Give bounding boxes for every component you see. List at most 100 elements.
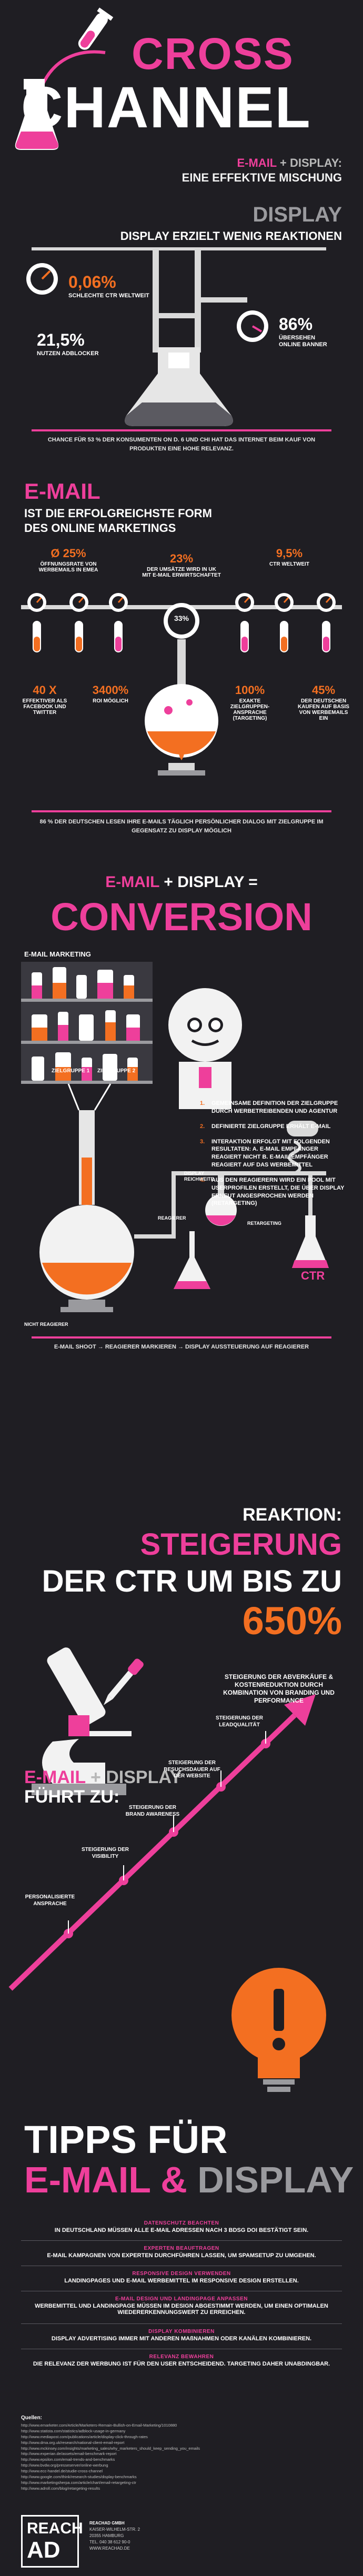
tip-text: WERBEMITTEL UND LANDINGPAGE MÜSSEN IM DE… [35,2303,328,2316]
source-link[interactable]: http://www.mediapost.com/publications/ar… [21,2434,148,2439]
source-link[interactable]: http://www.marketingsherpa.com/article/c… [21,2480,136,2485]
conv-eq: = [248,873,258,891]
reaktion-line1: REAKTION: [243,1505,342,1525]
source-link[interactable]: http://www.statista.com/statistics/adblo… [21,2428,126,2433]
display-stat-adblock: 21,5% NUTZEN ADBLOCKER [37,331,99,357]
tip-item: E-MAIL DESIGN UND LANDINGPAGE ANPASSEN W… [21,2296,342,2316]
display-flask-illustration [26,247,326,426]
source-link[interactable]: http://www.google.com/think/research-stu… [21,2474,137,2479]
display-stat-adblock-label: NUTZEN ADBLOCKER [37,350,99,357]
display-stat-ctr-value: 0,06% [68,273,116,291]
email-stat-value: 3400% [92,683,129,697]
pipette-icon [103,1658,144,1705]
reachad-logo[interactable]: REACH AD [21,2515,83,2568]
email-stat-revenue-uk: 23% DER UMSÄTZE WIRD IN UK MIT E-MAIL ER… [142,552,221,578]
conv-plus: + [164,873,173,891]
email-section: E-MAIL IST DIE ERFOLGREICHSTE FORM DES O… [0,474,363,873]
reagierer-label: REAGIERER [158,1215,186,1221]
source-link[interactable]: http://www.adroll.com/blog/retargeting-r… [21,2486,100,2491]
email-marketing-label: E-MAIL MARKETING [24,950,91,958]
display-stat-banner-value: 86% [279,315,313,334]
source-link[interactable]: http://www.epsilon.com/email-trends-and-… [21,2457,115,2462]
divider-bar [32,810,331,812]
display-stat-adblock-value: 21,5% [37,330,85,349]
step-number: 1. [200,1100,205,1106]
website-link[interactable]: WWW.REACHAD.DE [89,2546,130,2551]
address-line1: KAISER-WILHELM-STR. 2 [89,2527,140,2532]
tip-item: DISPLAY KOMBINIEREN DISPLAY ADVERTISING … [21,2329,342,2342]
email-subheading-line1: IST DIE ERFOLGREICHSTE FORM [24,507,212,520]
step-text: AUS DEN REAGIERERN WIRD EIN POOL MIT USE… [211,1176,345,1207]
display-section: DISPLAY DISPLAY ERZIELT WENIG REAKTIONEN [0,200,363,495]
source-link[interactable]: http://www.experian.de/assets/email-benc… [21,2451,117,2457]
source-link[interactable]: http://www.bvdw.org/presseserver/online-… [21,2463,108,2468]
tip-item: RELEVANZ BEWAHREN DIE RELEVANZ DER WERBU… [21,2354,342,2367]
sub-plus: + [279,156,287,169]
divider-bar [32,429,331,431]
lab-shelf-and-scientist-illustration [21,962,242,1109]
retargeting-label: RETARGETING [247,1221,281,1226]
source-link[interactable]: http://www.ecc-handel.de/studie-cross-ch… [21,2469,103,2473]
address-line2: 20355 HAMBURG [89,2533,124,2538]
tip-heading: EXPERTEN BEAUFTRAGEN [144,2246,219,2251]
title-cross: CROSS [132,29,294,78]
email-stat-label: DER DEUTSCHEN KAUFEN AUF BASIS VON WERBE… [298,698,349,722]
email-stat-label: CTR WELTWEIT [269,561,309,568]
tipps-section: TIPPS FÜR E-MAIL & DISPLAY DATENSCHUTZ B… [0,2120,363,2415]
email-stat-label: ROI MÖGLICH [93,698,128,705]
sub-line2: EINE EFFEKTIVE MISCHUNG [182,170,342,184]
display-heading: DISPLAY [253,203,342,226]
step-text: GEMEINSAME DEFINITION DER ZIELGRUPPE DUR… [211,1100,338,1114]
display-stat-ctr: 0,06% SCHLECHTE CTR WELTWEIT [68,274,149,299]
reaktion-line3: DER CTR UM BIS ZU [42,1564,342,1598]
display-reichweite-label: DISPLAY REICHWEITE [184,1171,214,1182]
sub-display: DISPLAY: [289,156,342,169]
conversion-section: E-MAIL + DISPLAY = CONVERSION E-MAIL MAR… [0,863,363,1531]
email-stat-value: 40 X [33,683,57,697]
steigerung-step: STEIGERUNG DER VISIBILITY [81,1847,129,1859]
conversion-step: 3. INTERAKTION ERFOLGT MIT FOLGENDEN RESU… [200,1138,347,1169]
tipps-heading-line1: TIPPS FÜR [24,2118,228,2161]
email-note: 86 % DER DEUTSCHEN LESEN IHRE E-MAILS TÄ… [39,819,324,834]
tipps-amp: & [160,2159,187,2200]
conversion-heading-big: CONVERSION [51,895,312,939]
nicht-reagierer-label: NICHT REAGIERER [24,1322,68,1327]
email-stat-value: 9,5% [276,547,303,560]
conversion-step: 2. DEFINIERTE ZIELGRUPPE ERHÄLT E-MAIL [200,1123,347,1131]
conversion-step: 4. AUS DEN REAGIERERN WIRD EIN POOL MIT U… [200,1176,347,1208]
phone: TEL. 040 38 612 90-0 [89,2540,130,2544]
source-link[interactable]: http://www.dma.org.uk/research/national-… [21,2440,125,2445]
tip-heading: RESPONSIVE DESIGN VERWENDEN [132,2271,231,2277]
steigerung-step: STEIGERUNG DER BRAND AWARENESS [125,1805,180,1817]
display-note: CHANCE FÜR 53 % DER KONSUMENTEN ON D. 6 … [47,437,316,452]
tip-heading: DATENSCHUTZ BEACHTEN [144,2220,219,2226]
conv-email: E-MAIL [105,873,159,891]
header-section: CROSS CHANNEL E-MAIL + DISPLAY: EINE EFF… [0,0,363,200]
group1-label: ZIELGRUPPE 1 [52,1068,90,1074]
gauge-icon-left [26,263,58,295]
tip-text: DISPLAY ADVERTISING IMMER MIT ANDEREN MA… [51,2336,312,2342]
email-heading: E-MAIL [24,479,100,504]
email-stat-open-rate: Ø 25% ÖFFNUNGSRATE VON WERBEMAILS IN EME… [32,547,105,573]
gauge-icon-right [237,310,268,342]
fz-display: DISPLAY [106,1767,182,1787]
tip-text: E-MAIL KAMPAGNEN VON EXPERTEN DURCHFÜHRE… [47,2252,316,2259]
logo-line1: REACH [27,2520,83,2537]
source-link[interactable]: http://www.emarketer.com/Article/Markete… [21,2423,177,2428]
step-text: DEFINIERTE ZIELGRUPPE ERHÄLT E-MAIL [211,1123,331,1130]
source-link[interactable]: http://www.mckinsey.com/insights/marketi… [21,2446,200,2451]
footer: REACH AD REACHAD GMBH KAISER-WILHELM-STR… [21,2515,342,2568]
fuehrt-zu-heading: E-MAIL + DISPLAY FÜHRT ZU: [24,1767,182,1807]
step-number: 4. [200,1176,205,1183]
step-number: 2. [200,1123,205,1130]
steigerung-abverkauf: STEIGERUNG DER ABVERKÄUFE & KOSTENREDUKT… [223,1673,335,1704]
tip-divider [21,2323,342,2324]
conversion-process-illustration [39,1083,329,1312]
title-channel: CHANNEL [21,75,311,140]
fz-email: E-MAIL [24,1767,86,1787]
step-number: 3. [200,1138,205,1145]
email-stat-label: EFFEKTIVER ALS FACEBOOK UND TWITTER [22,698,67,716]
email-stat-roi: 3400% ROI MÖGLICH [84,683,137,705]
step-text: INTERAKTION ERFOLGT MIT FOLGENDEN RESULT… [211,1138,330,1169]
conversion-heading-small: E-MAIL + DISPLAY = [0,873,363,891]
